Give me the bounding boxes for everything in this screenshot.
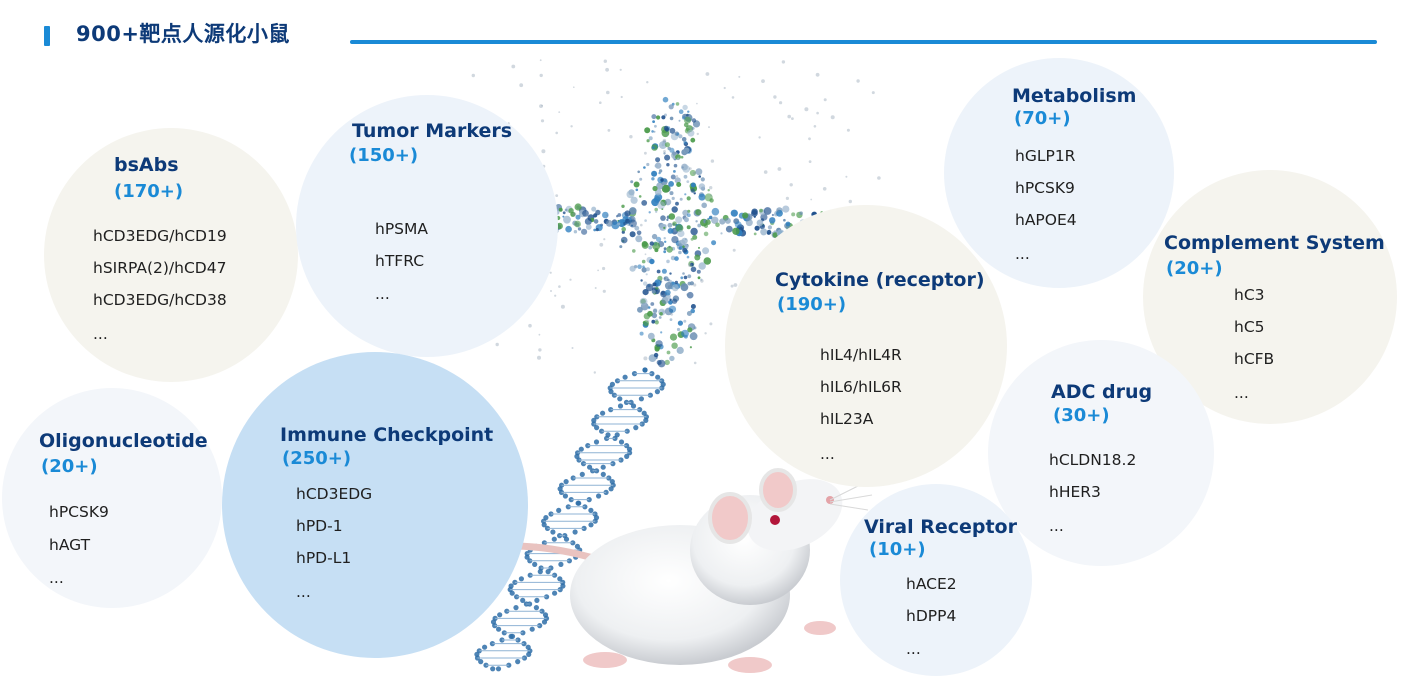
tumor-markers-title: Tumor Markers xyxy=(352,120,513,142)
oligonucleotide-count: (20+) xyxy=(41,456,98,477)
metabolism-count: (70+) xyxy=(1014,108,1071,129)
oligonucleotide-item: hPCSK9 xyxy=(49,503,109,521)
immune-checkpoint-title: Immune Checkpoint xyxy=(280,424,494,446)
bsabs-title: bsAbs xyxy=(114,154,179,176)
immune-checkpoint-item: hCD3EDG xyxy=(296,485,373,503)
cytokine-count: (190+) xyxy=(777,294,847,315)
tumor-markers-item: ... xyxy=(375,285,390,303)
complement-system-item: hCFB xyxy=(1234,350,1275,368)
viral-receptor-title: Viral Receptor xyxy=(864,516,1017,538)
viral-receptor-item: ... xyxy=(906,640,921,658)
mouse-graphic xyxy=(570,468,873,673)
bubble-tumor-markers xyxy=(296,95,558,357)
tumor-markers-item: hTFRC xyxy=(375,252,425,270)
immune-checkpoint-item: hPD-L1 xyxy=(296,549,352,567)
viral-receptor-count: (10+) xyxy=(869,539,926,560)
oligonucleotide-item: hAGT xyxy=(49,536,91,554)
tumor-markers-item: hPSMA xyxy=(375,220,428,238)
viral-receptor-item: hACE2 xyxy=(906,575,957,593)
bsabs-count: (170+) xyxy=(114,181,184,202)
metabolism-item: hPCSK9 xyxy=(1015,179,1075,197)
bubble-metabolism xyxy=(944,58,1174,288)
immune-checkpoint-item: hPD-1 xyxy=(296,517,343,535)
bubble-oligonucleotide xyxy=(2,388,222,608)
bubble-immune-checkpoint xyxy=(222,352,528,658)
bubble-bsabs xyxy=(44,128,298,382)
page-title: 900+靶点人源化小鼠 xyxy=(76,22,290,46)
oligonucleotide-item: ... xyxy=(49,569,64,587)
bsabs-item: hCD3EDG/hCD38 xyxy=(93,291,227,309)
adc-drug-title: ADC drug xyxy=(1051,381,1153,403)
immune-checkpoint-item: ... xyxy=(296,583,311,601)
immune-checkpoint-count: (250+) xyxy=(282,448,352,469)
metabolism-item: hAPOE4 xyxy=(1015,211,1077,229)
adc-drug-count: (30+) xyxy=(1053,405,1110,426)
complement-system-item: hC5 xyxy=(1234,318,1265,336)
metabolism-title: Metabolism xyxy=(1012,85,1137,107)
header-divider xyxy=(350,40,1377,44)
complement-system-title: Complement System xyxy=(1164,232,1385,254)
bubble-viral-receptor xyxy=(840,484,1032,676)
cytokine-item: ... xyxy=(820,445,835,463)
bsabs-item: hCD3EDG/hCD19 xyxy=(93,227,227,245)
cytokine-item: hIL4/hIL4R xyxy=(820,346,902,364)
metabolism-item: ... xyxy=(1015,245,1030,263)
human-dna-mouse-illustration xyxy=(431,59,882,673)
dna-helix-graphic xyxy=(474,367,666,672)
complement-system-count: (20+) xyxy=(1166,258,1223,279)
metabolism-item: hGLP1R xyxy=(1015,147,1076,165)
viral-receptor-item: hDPP4 xyxy=(906,607,957,625)
cytokine-title: Cytokine (receptor) xyxy=(775,269,985,291)
bsabs-item: ... xyxy=(93,325,108,343)
adc-drug-item: hCLDN18.2 xyxy=(1049,451,1137,469)
bubble-cytokine xyxy=(725,205,1007,487)
bsabs-item: hSIRPA(2)/hCD47 xyxy=(93,259,227,277)
header-accent-bar xyxy=(44,26,50,46)
tumor-markers-count: (150+) xyxy=(349,145,419,166)
bubble-adc-drug xyxy=(988,340,1214,566)
complement-system-item: ... xyxy=(1234,384,1249,402)
complement-system-item: hC3 xyxy=(1234,286,1265,304)
cytokine-item: hIL23A xyxy=(820,410,874,428)
cytokine-item: hIL6/hIL6R xyxy=(820,378,902,396)
adc-drug-item: ... xyxy=(1049,517,1064,535)
oligonucleotide-title: Oligonucleotide xyxy=(39,430,208,452)
adc-drug-item: hHER3 xyxy=(1049,483,1101,501)
